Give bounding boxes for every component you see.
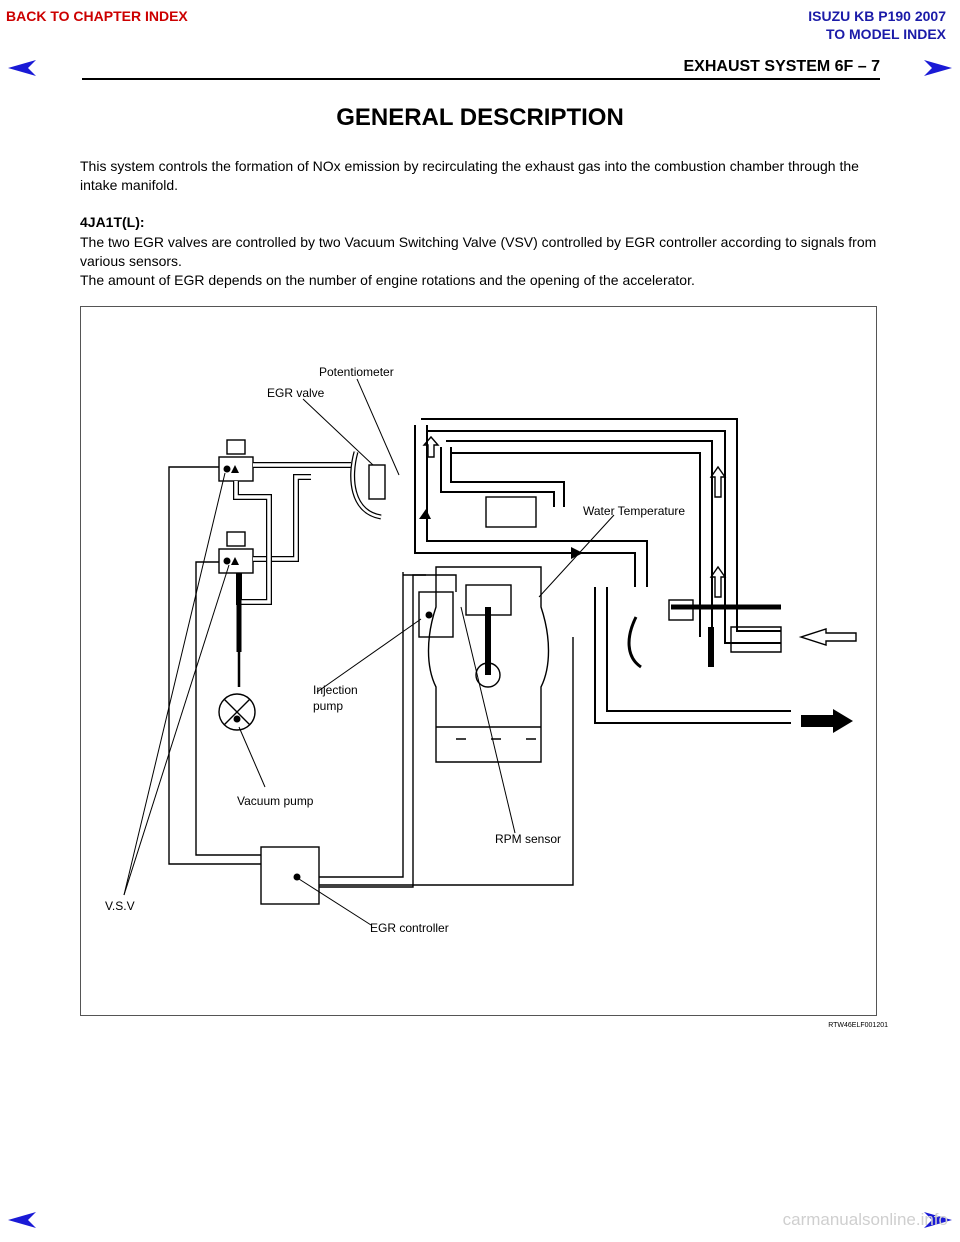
turbo-sensor bbox=[668, 599, 694, 621]
previous-page-arrow-icon-bottom[interactable] bbox=[8, 1212, 36, 1228]
description-paragraph-2: The amount of EGR depends on the number … bbox=[80, 272, 695, 288]
vsv-2-cap bbox=[226, 531, 246, 547]
model-heading: 4JA1T(L): bbox=[80, 214, 145, 230]
egr-valve-body bbox=[368, 464, 386, 500]
injection-pump-label-1: Injection bbox=[313, 683, 358, 697]
egr-system-diagram: Potentiometer EGR valve Water Temperatur… bbox=[80, 306, 877, 1016]
control-wire-injection-2 bbox=[319, 572, 404, 878]
egr-diagram-svg: Potentiometer EGR valve Water Temperatur… bbox=[105, 365, 857, 935]
rpm-sensor-label: RPM sensor bbox=[495, 832, 561, 846]
injection-pump-box bbox=[418, 591, 454, 638]
potentiometer-label: Potentiometer bbox=[319, 365, 394, 379]
control-wire-inner bbox=[195, 561, 261, 856]
vsv-label: V.S.V bbox=[105, 899, 135, 913]
control-wire-left bbox=[168, 466, 261, 865]
section-header: EXHAUST SYSTEM 6F – 7 bbox=[683, 58, 881, 75]
air-inlet-arrow bbox=[798, 628, 857, 646]
watermark: carmanualsonline.info bbox=[782, 1210, 948, 1229]
model-title: ISUZU KB P190 2007 bbox=[808, 8, 946, 24]
back-to-chapter-index-link[interactable]: BACK TO CHAPTER INDEX bbox=[6, 8, 188, 24]
vacuum-pump-label: Vacuum pump bbox=[237, 794, 314, 808]
to-model-index-link[interactable]: TO MODEL INDEX bbox=[825, 26, 946, 42]
intro-paragraph: This system controls the formation of NO… bbox=[80, 158, 859, 193]
water-temperature-label: Water Temperature bbox=[583, 504, 685, 518]
control-wire-injection bbox=[319, 574, 426, 888]
previous-page-arrow-icon[interactable] bbox=[8, 60, 36, 76]
exhaust-outlet-arrow bbox=[801, 709, 853, 733]
injection-pump-label-2: pump bbox=[313, 699, 343, 713]
vsv-1-cap bbox=[226, 439, 246, 455]
egr-valve-label: EGR valve bbox=[267, 386, 325, 400]
figure-code: RTW46ELF001201 bbox=[828, 1022, 888, 1029]
header-divider bbox=[82, 78, 880, 80]
vacuum-pump bbox=[218, 693, 256, 731]
egr-controller-box bbox=[260, 846, 320, 905]
intake-plenum bbox=[485, 496, 537, 528]
next-page-arrow-icon-bottom[interactable] bbox=[924, 1212, 952, 1228]
egr-controller-label: EGR controller bbox=[370, 921, 449, 935]
engine-block bbox=[427, 566, 550, 763]
control-wire-rpm bbox=[319, 637, 574, 886]
page-title: GENERAL DESCRIPTION bbox=[336, 104, 624, 131]
next-page-arrow-icon[interactable] bbox=[924, 60, 952, 76]
description-paragraph-1: The two EGR valves are controlled by two… bbox=[80, 234, 877, 269]
